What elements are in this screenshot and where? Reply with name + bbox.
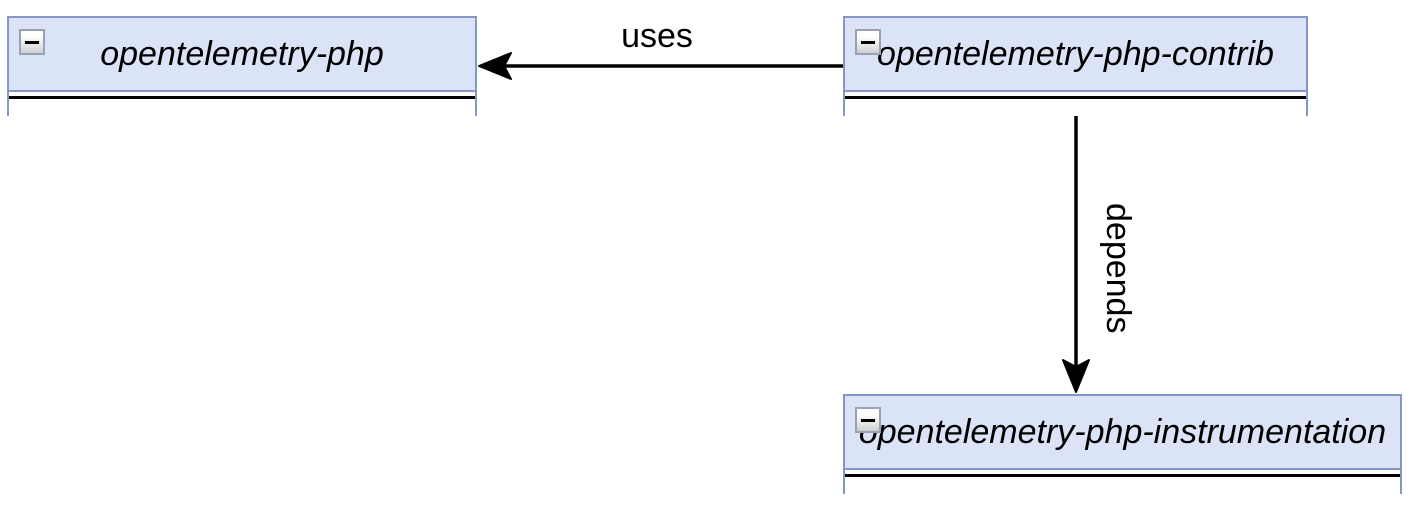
compartment-separator	[9, 96, 475, 99]
compartment-separator	[845, 96, 1306, 99]
collapse-minus-icon[interactable]	[855, 407, 881, 433]
uses-arrowhead-icon	[478, 52, 512, 80]
collapse-minus-icon[interactable]	[19, 29, 45, 55]
minus-icon	[861, 40, 875, 44]
edge-label-uses: uses	[621, 17, 693, 55]
node-title-compartment: opentelemetry-php	[9, 18, 475, 92]
node-label: opentelemetry-php-contrib	[877, 34, 1274, 73]
edge-label-depends: depends	[1099, 203, 1137, 334]
node-opentelemetry-php[interactable]: opentelemetry-php	[7, 16, 477, 116]
node-title-compartment: opentelemetry-php-contrib	[845, 18, 1306, 92]
node-opentelemetry-php-instrumentation[interactable]: opentelemetry-php-instrumentation	[843, 394, 1402, 494]
compartment-separator	[845, 474, 1400, 477]
node-label: opentelemetry-php	[100, 34, 384, 73]
uses-edge	[478, 52, 843, 80]
collapse-minus-icon[interactable]	[855, 29, 881, 55]
minus-icon	[861, 418, 875, 422]
node-opentelemetry-php-contrib[interactable]: opentelemetry-php-contrib	[843, 16, 1308, 116]
depends-arrowhead-icon	[1062, 359, 1090, 393]
node-body-compartment	[9, 96, 475, 116]
node-label: opentelemetry-php-instrumentation	[858, 412, 1387, 451]
node-title-compartment: opentelemetry-php-instrumentation	[845, 396, 1400, 470]
node-body-compartment	[845, 96, 1306, 116]
depends-edge	[1062, 116, 1090, 393]
minus-icon	[25, 40, 39, 44]
node-body-compartment	[845, 474, 1400, 494]
